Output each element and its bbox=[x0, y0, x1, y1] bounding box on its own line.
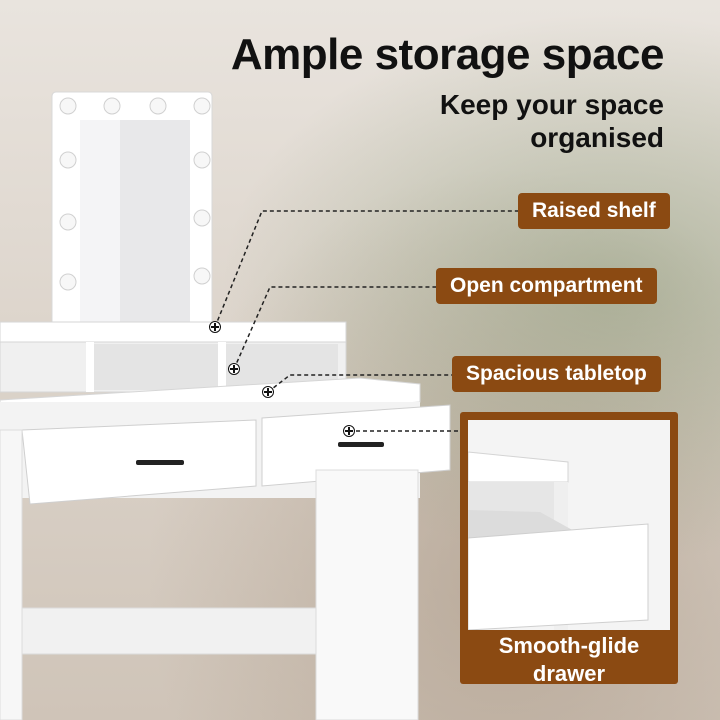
drawer-caption-line1: Smooth-glide bbox=[498, 633, 640, 658]
page-title: Ample storage space bbox=[230, 30, 665, 79]
drawer-caption-line2: drawer bbox=[532, 661, 606, 686]
callout-marker-open-compartment bbox=[228, 363, 240, 375]
drawer-detail-inset: Smooth-glide drawer bbox=[460, 412, 678, 686]
callout-marker-spacious-tabletop bbox=[262, 386, 274, 398]
callout-marker-raised-shelf bbox=[209, 321, 221, 333]
callout-label-open-compartment: Open compartment bbox=[436, 268, 657, 304]
callout-marker-drawer bbox=[343, 425, 355, 437]
page-subtitle: Keep your space organised bbox=[439, 89, 664, 153]
callout-label-raised-shelf: Raised shelf bbox=[518, 193, 670, 229]
drawer-detail-photo bbox=[468, 420, 670, 630]
callout-label-spacious-tabletop: Spacious tabletop bbox=[452, 356, 661, 392]
drawer-detail-caption: Smooth-glide drawer bbox=[460, 632, 678, 688]
